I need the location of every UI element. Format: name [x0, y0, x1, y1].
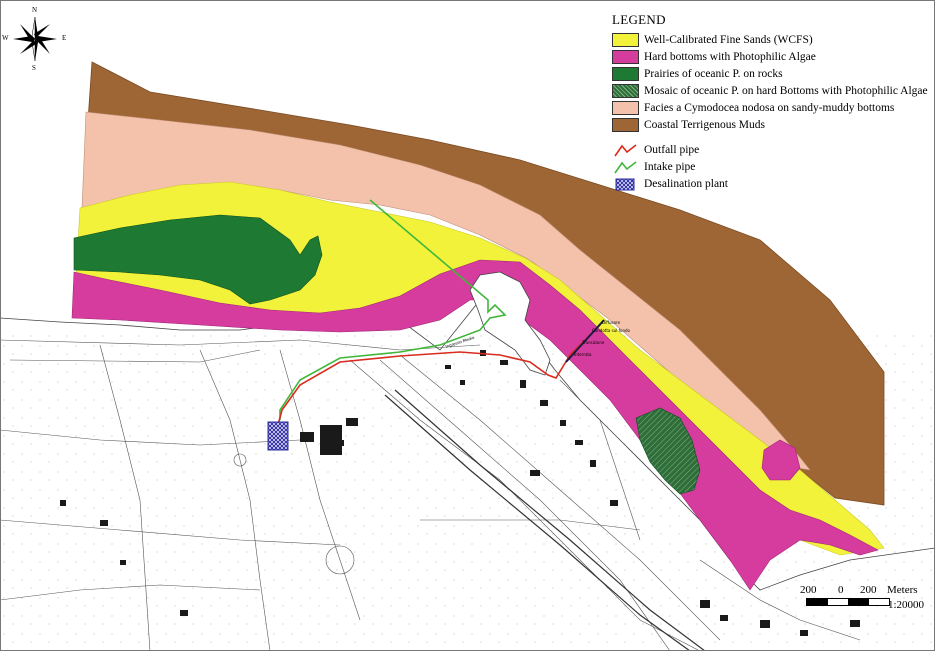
intake-pipe — [279, 199, 507, 420]
legend-zone-label: Prairies of oceanic P. on rocks — [644, 67, 783, 80]
legend-symbol-label: Outfall pipe — [644, 143, 700, 156]
legend-zone-label: Well-Calibrated Fine Sands (WCFS) — [644, 33, 813, 46]
outfall-line-icon — [614, 143, 637, 156]
compass-w: W — [2, 34, 9, 42]
zone-prairies-oceanic-posidonia — [73, 214, 323, 305]
scale-bar-graphic — [806, 598, 890, 606]
legend-symbol-item: Intake pipe — [612, 158, 930, 175]
legend-swatch — [612, 83, 639, 98]
compass-e: E — [62, 34, 67, 42]
legend-zone-label: Facies a Cymodocea nodosa on sandy-muddy… — [644, 101, 895, 114]
legend-zone-item: Mosaic of oceanic P. on hard Bottoms wit… — [612, 82, 930, 99]
legend-title: LEGEND — [612, 12, 666, 27]
legend-symbol-item: Desalination plant — [612, 175, 930, 192]
legend-zone-item: Facies a Cymodocea nodosa on sandy-muddy… — [612, 99, 930, 116]
map-label-condotta: Condotta sul fondo — [592, 328, 631, 333]
crosshatch-icon — [615, 178, 635, 190]
scale-label-right: 200 — [860, 584, 877, 596]
zone-hard-bottoms-photophilic-algae — [71, 259, 879, 591]
legend-zone-label: Hard bottoms with Photophilic Algae — [644, 50, 816, 63]
compass-rose: N S W E — [2, 6, 66, 72]
scale-ratio: 1:20000 — [888, 599, 925, 611]
outfall-pipe — [277, 324, 601, 426]
zone-hard-bottoms-small-patch — [761, 439, 801, 481]
legend-swatch — [612, 117, 639, 132]
legend-swatch — [612, 32, 639, 47]
legend: LEGEND Well-Calibrated Fine Sands (WCFS)… — [612, 12, 930, 192]
compass-s: S — [32, 64, 36, 72]
legend-symbol-label: Intake pipe — [644, 160, 696, 173]
legend-zone-label: Mosaic of oceanic P. on hard Bottoms wit… — [644, 84, 928, 97]
map-label-interrata: Interrata — [574, 352, 592, 357]
scale-bar: 200 0 200 Meters 1:20000 — [800, 584, 930, 611]
buildings — [60, 350, 860, 636]
road-network — [0, 339, 861, 651]
intake-line-icon — [614, 160, 637, 173]
legend-zone-item: Coastal Terrigenous Muds — [612, 116, 930, 133]
scale-label-left: 200 — [800, 584, 817, 596]
map-label-diffusore: Diffusore — [602, 320, 621, 325]
compass-n: N — [32, 6, 38, 14]
legend-zone-item: Hard bottoms with Photophilic Algae — [612, 48, 930, 65]
scale-unit: Meters — [887, 584, 918, 596]
map-label-transizione: Transizione — [581, 340, 605, 345]
outfall-diffuser — [565, 319, 605, 363]
legend-zone-item: Prairies of oceanic P. on rocks — [612, 65, 930, 82]
zone-mosaic-oceanic-posidonia — [635, 407, 701, 495]
legend-swatch — [612, 49, 639, 64]
legend-zone-label: Coastal Terrigenous Muds — [644, 118, 765, 131]
compass-star-icon — [13, 16, 57, 62]
peninsula — [469, 271, 551, 376]
legend-symbol-label: Desalination plant — [644, 177, 728, 190]
desalination-plant — [267, 421, 289, 451]
legend-swatch — [612, 100, 639, 115]
scale-label-zero: 0 — [838, 584, 844, 596]
legend-swatch — [612, 66, 639, 81]
legend-zone-list: Well-Calibrated Fine Sands (WCFS) Hard bo… — [612, 31, 930, 133]
legend-zone-item: Well-Calibrated Fine Sands (WCFS) — [612, 31, 930, 48]
legend-symbol-item: Outfall pipe — [612, 141, 930, 158]
airport-runway — [384, 389, 706, 651]
